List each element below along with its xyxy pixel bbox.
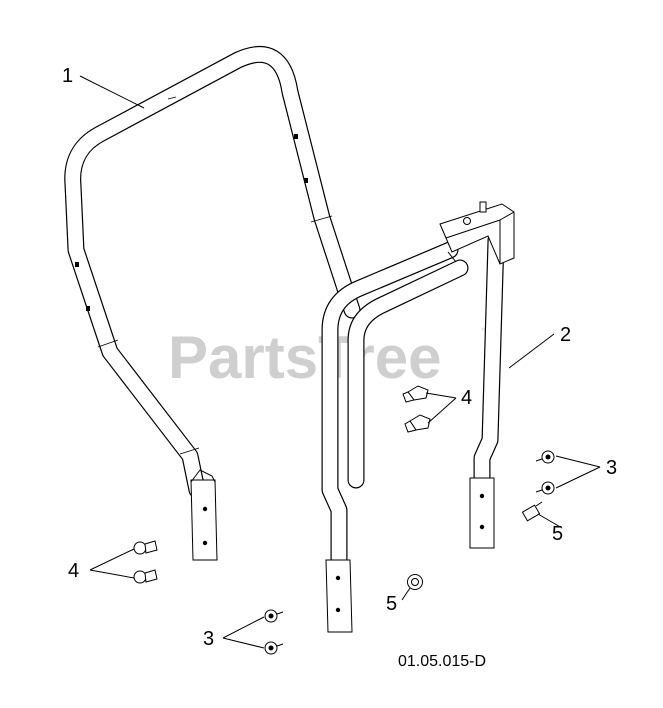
callout-4-left: 4	[68, 560, 79, 582]
figure-id: 01.05.015-D	[398, 653, 486, 670]
nut-5-middle	[407, 574, 423, 590]
bolt-3-right-upper	[535, 450, 555, 464]
callouts: 1 2 3 5 4 4 3 5	[62, 65, 617, 650]
bolt-pair-bottom	[264, 609, 284, 655]
pin-4-middle-upper	[402, 385, 429, 403]
upper-roll-bar	[64, 45, 361, 561]
leader-lines	[79, 75, 601, 649]
nut-5-right	[521, 501, 543, 522]
bolt-3-right-lower	[535, 481, 555, 495]
pin-pair-middle	[402, 385, 431, 433]
watermark-text: PartsTree	[168, 324, 442, 391]
bolt-3-bottom-upper	[264, 609, 284, 623]
pin-4-left-lower	[133, 569, 158, 584]
callout-2: 2	[560, 324, 571, 346]
callout-3-bottom: 3	[203, 628, 214, 650]
callout-5-right: 5	[552, 523, 563, 545]
bolt-3-bottom-lower	[264, 641, 284, 655]
bolt-pair-right	[535, 450, 555, 495]
watermark: PartsTree ™	[168, 324, 489, 391]
pin-4-middle-lower	[404, 414, 431, 433]
callout-5-middle: 5	[386, 593, 397, 615]
lower-roll-bar	[321, 201, 515, 633]
callout-4-middle: 4	[461, 387, 472, 409]
pin-4-left-upper	[133, 540, 158, 555]
watermark-trademark: ™	[480, 326, 489, 336]
callout-1: 1	[62, 65, 73, 87]
callout-3-right: 3	[606, 457, 617, 479]
pin-pair-left	[133, 540, 158, 584]
